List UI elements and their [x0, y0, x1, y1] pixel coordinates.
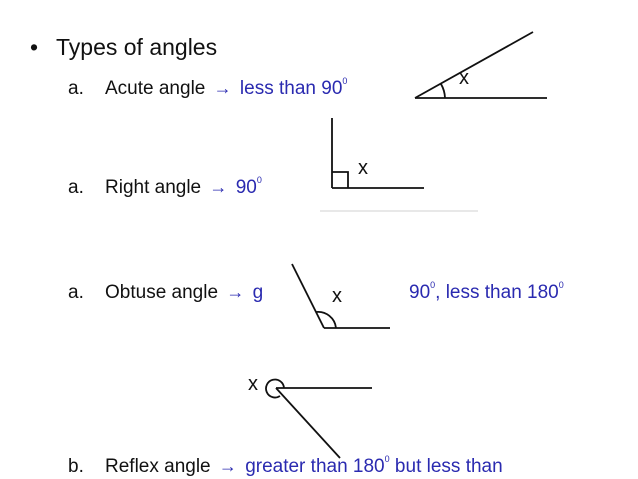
- figure-background: [284, 258, 402, 340]
- arrow-icon: →: [218, 456, 237, 476]
- heading-text: Types of angles: [56, 34, 218, 60]
- obtuse-angle-rule-rest: 900, less than 1800: [409, 279, 564, 304]
- list-marker: a.: [68, 177, 84, 198]
- angle-name: Acute angle: [105, 78, 206, 99]
- angle-rule: 90: [235, 177, 257, 198]
- arrow-icon: →: [209, 177, 228, 197]
- right-angle-figure: x: [320, 118, 478, 212]
- right-angle-mark: x: [358, 157, 368, 179]
- slide-heading: • Types of angles: [30, 34, 217, 61]
- acute-angle-figure: x: [414, 31, 547, 99]
- degree-mark: 0: [558, 279, 564, 290]
- arrow-icon: →: [213, 78, 232, 98]
- angle-name: Reflex angle: [105, 456, 211, 477]
- acute-slanted-ray: [414, 31, 534, 99]
- angle-rule: less than 90: [239, 78, 343, 99]
- list-marker: a.: [68, 78, 84, 99]
- list-marker: b.: [68, 456, 84, 477]
- acute-angle-mark: x: [459, 67, 469, 89]
- reflex-lower-ray: [275, 387, 341, 459]
- angle-rule-tail: but less than: [389, 456, 503, 477]
- arrow-icon: →: [226, 282, 245, 302]
- obtuse-angle-mark: x: [332, 285, 342, 307]
- acute-angle-line: a. Acute angle → less than 900: [68, 75, 348, 100]
- degree-mark: 0: [430, 279, 436, 290]
- reflex-angle-figure: x: [248, 373, 372, 459]
- angle-rule: greater than 180: [245, 456, 385, 477]
- degree-mark: 0: [256, 174, 262, 185]
- obtuse-angle-arc: [315, 311, 337, 329]
- obtuse-angle-line: a. Obtuse angle → g: [68, 282, 263, 304]
- angle-rule-value: 90: [409, 282, 431, 303]
- reflex-angle-mark: x: [248, 373, 258, 395]
- bullet-icon: •: [30, 34, 39, 60]
- reflex-angle-line: b. Reflex angle → greater than 1800 but l…: [68, 453, 503, 478]
- obtuse-angle-figure: x: [284, 258, 402, 340]
- degree-mark: 0: [342, 75, 348, 86]
- reflex-angle-arc: [265, 378, 285, 399]
- angle-name: Right angle: [105, 177, 202, 198]
- degree-mark: 0: [384, 453, 390, 464]
- obtuse-slanted-ray: [291, 263, 325, 329]
- list-marker: a.: [68, 282, 84, 303]
- right-angle-line: a. Right angle → 900: [68, 174, 262, 199]
- angle-rule-tail: , less than 180: [435, 282, 559, 303]
- right-angle-square: [332, 171, 349, 188]
- acute-angle-arc: [440, 83, 446, 99]
- angle-rule-start: g: [252, 282, 264, 303]
- angle-name: Obtuse angle: [105, 282, 219, 303]
